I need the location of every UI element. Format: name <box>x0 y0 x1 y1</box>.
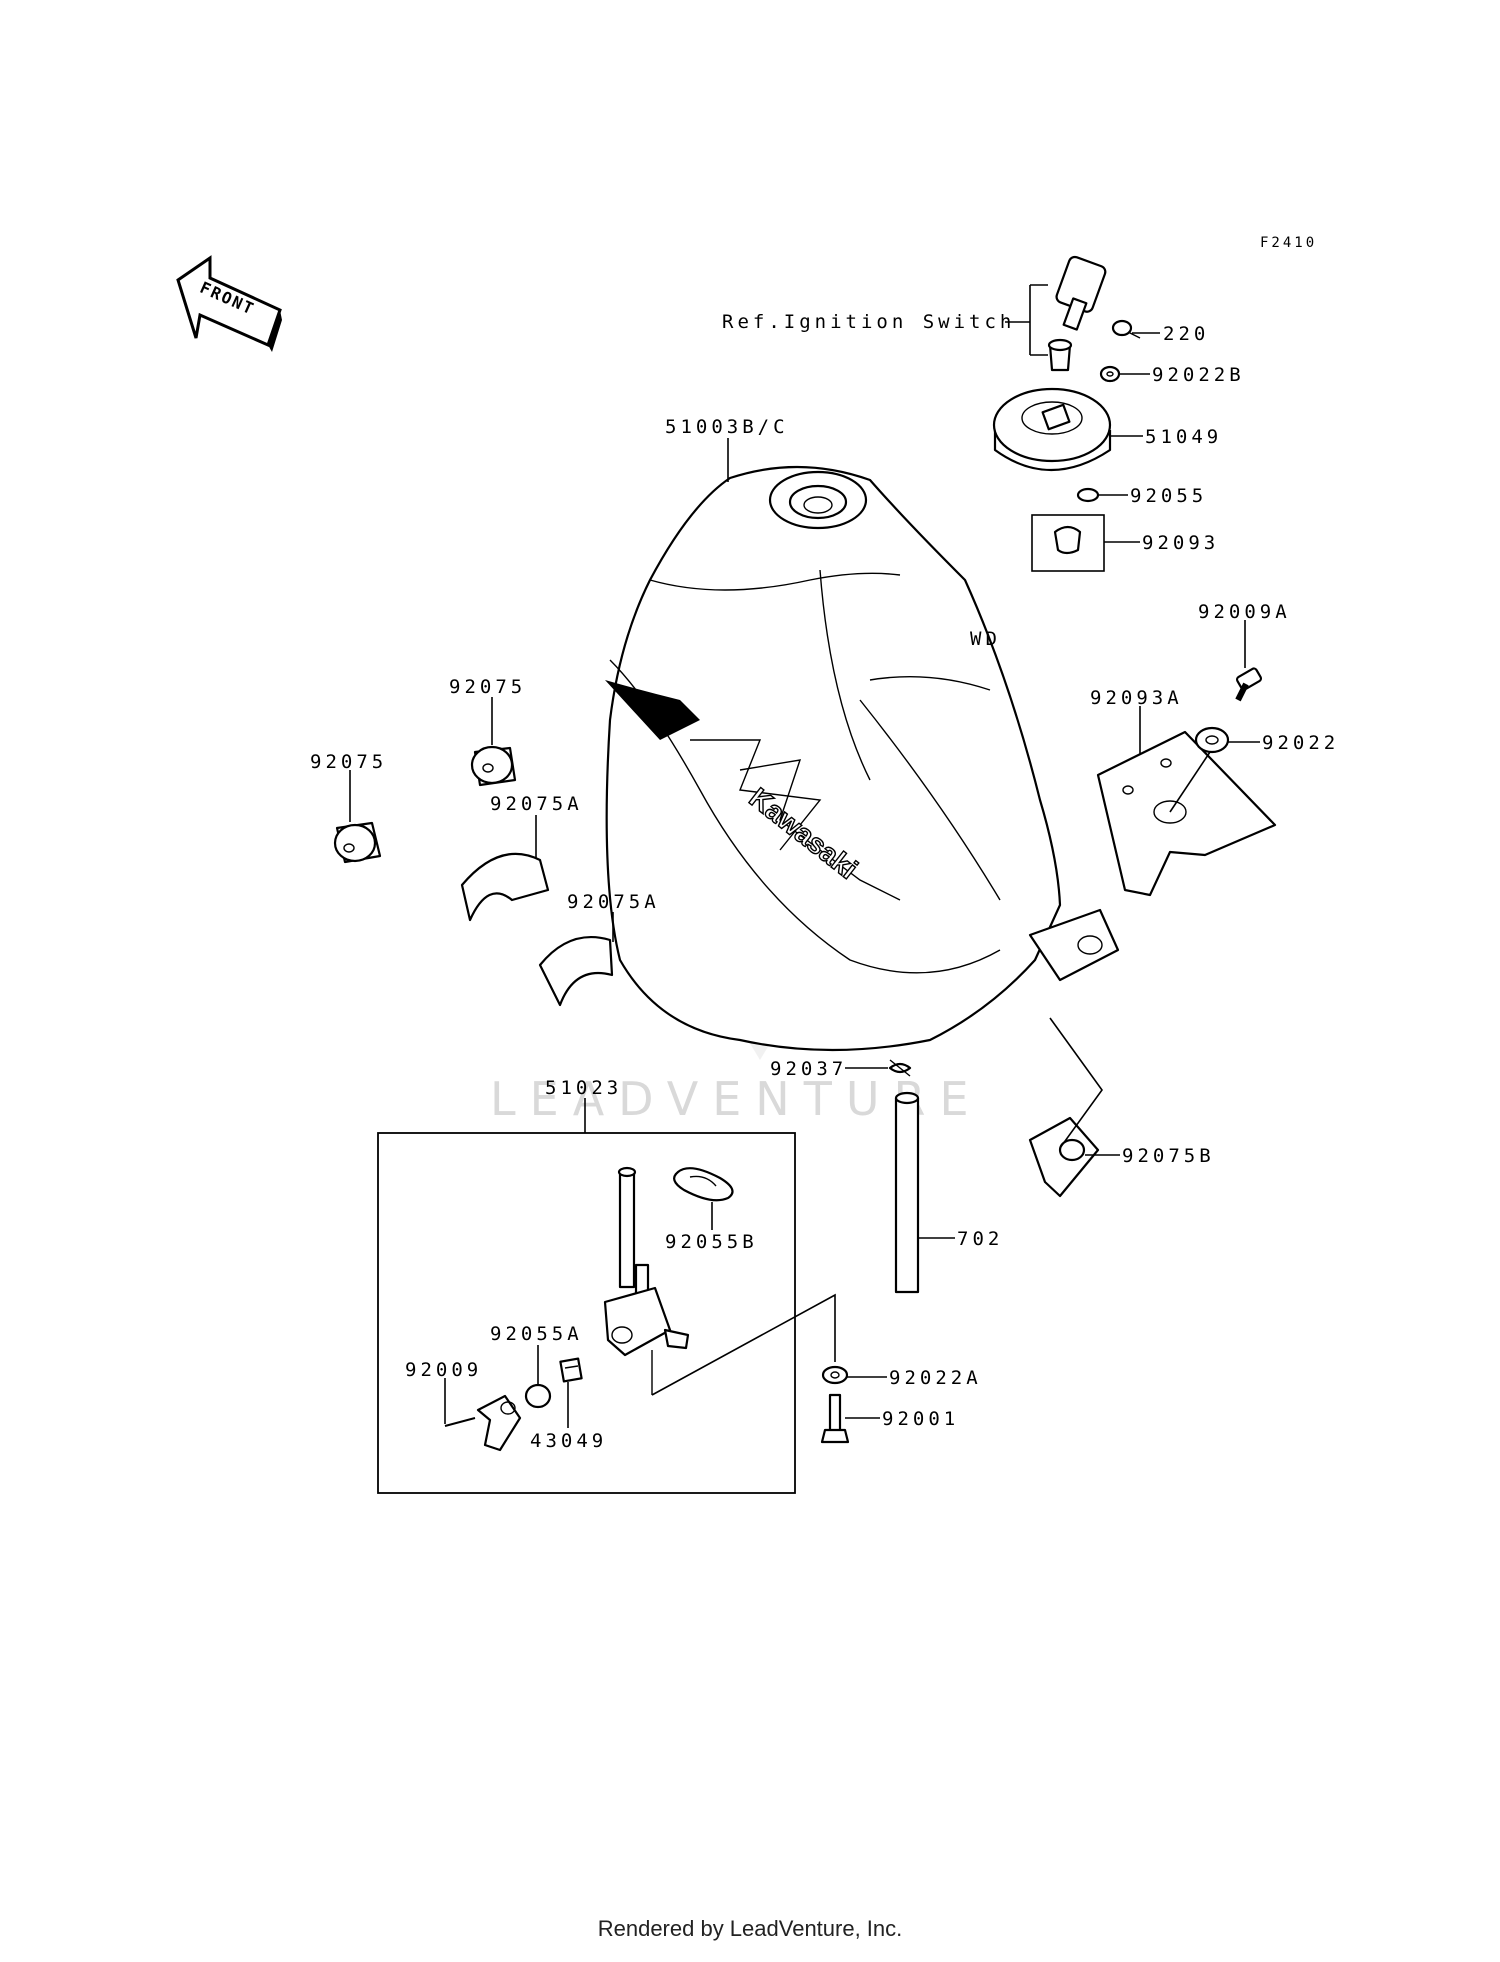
label-92037: 92037 <box>770 1058 847 1080</box>
damper-92075A-lower-icon <box>538 936 614 1007</box>
o-ring-92055A-icon <box>524 1383 552 1409</box>
label-92055A: 92055A <box>490 1323 583 1345</box>
hose-702-icon <box>894 1091 920 1294</box>
fuel-cap-51049-icon <box>992 387 1112 472</box>
washer-92022A-icon <box>821 1365 849 1385</box>
screw-220-icon <box>1111 319 1141 339</box>
label-92022A: 92022A <box>889 1367 982 1389</box>
label-220: 220 <box>1163 323 1209 345</box>
damper-92075B-icon <box>1028 1116 1100 1198</box>
filter-43049-icon <box>559 1357 583 1383</box>
lever-92009-icon <box>444 1394 522 1452</box>
damper-92075A-upper-icon <box>460 852 550 922</box>
clip-92037-icon <box>888 1059 912 1077</box>
figure-code: F2410 <box>1260 235 1317 251</box>
watermark-text: LEADVENTURE <box>490 1072 983 1126</box>
label-51003BC: 51003B/C <box>665 416 789 438</box>
label-92075B: 92075B <box>1122 1145 1215 1167</box>
fuel-tap-assembly-51023-box <box>377 1132 796 1494</box>
gasket-92093-icon <box>1031 514 1105 572</box>
label-51023: 51023 <box>545 1077 622 1099</box>
ref-ignition-switch-label: Ref.Ignition Switch <box>722 311 1015 333</box>
label-92009: 92009 <box>405 1359 482 1381</box>
label-WD: WD <box>970 628 1001 650</box>
label-92055: 92055 <box>1130 485 1207 507</box>
bolt-92001-icon <box>820 1393 850 1444</box>
label-92075A-upper: 92075A <box>490 793 583 815</box>
damper-92075-upper-icon <box>470 745 517 787</box>
washer-92022-icon <box>1194 726 1230 754</box>
label-43049: 43049 <box>530 1430 607 1452</box>
label-92075-upper: 92075 <box>449 676 526 698</box>
o-ring-92055-icon <box>1076 487 1100 503</box>
front-arrow-icon: FRONT <box>176 255 282 352</box>
label-92001: 92001 <box>882 1408 959 1430</box>
bolt-92009A-icon <box>1235 667 1263 702</box>
label-92022B: 92022B <box>1152 364 1245 386</box>
label-92075-lower: 92075 <box>310 751 387 773</box>
fuel-tap-51023-icon <box>603 1166 690 1395</box>
ignition-key-icon <box>1047 255 1107 372</box>
label-702: 702 <box>957 1228 1003 1250</box>
label-92022: 92022 <box>1262 732 1339 754</box>
label-92055B: 92055B <box>665 1231 758 1253</box>
washer-92022B-icon <box>1099 365 1121 383</box>
footer-credit: Rendered by LeadVenture, Inc. <box>597 1916 903 1941</box>
label-92093A: 92093A <box>1090 687 1183 709</box>
bracket-92093A-icon <box>1096 730 1277 897</box>
damper-92075-lower-icon <box>333 821 382 864</box>
fuel-tank-51003-illustration: Kawasaki <box>605 465 1120 1052</box>
gasket-92055B-icon <box>673 1167 734 1202</box>
label-92009A: 92009A <box>1198 601 1291 623</box>
label-92075A-lower: 92075A <box>567 891 660 913</box>
label-51049: 51049 <box>1145 426 1222 448</box>
label-92093: 92093 <box>1142 532 1219 554</box>
